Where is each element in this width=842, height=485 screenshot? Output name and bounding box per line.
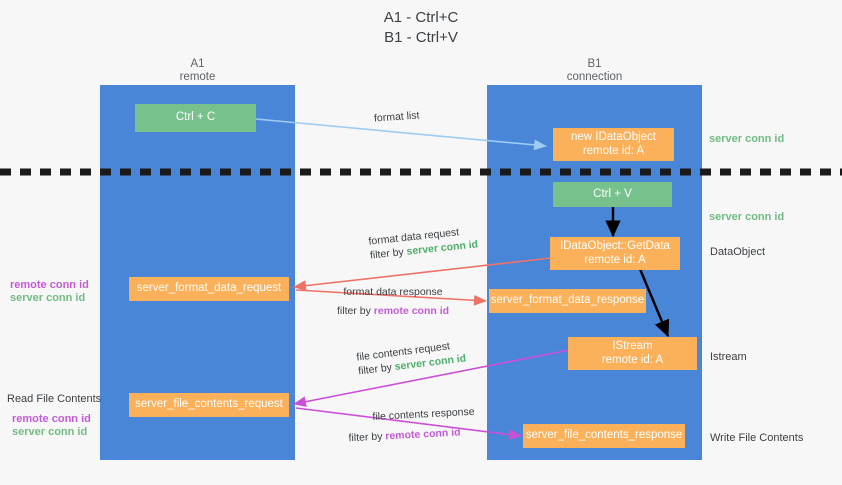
- box-server-file-contents-response[interactable]: server_file_contents_response: [523, 424, 685, 448]
- title-line-1: A1 - Ctrl+C: [383, 9, 459, 26]
- arrow-label-file-contents-response: file contents response filter by remote …: [347, 405, 476, 446]
- box-server-file-contents-request[interactable]: server_file_contents_request: [129, 393, 289, 417]
- box-new-dataobject[interactable]: new IDataObject remote id: A: [553, 128, 674, 161]
- arrow-label-format-data-response: format data response filter by remote co…: [337, 285, 449, 318]
- fcres-prefix: filter by: [348, 430, 386, 445]
- side-label-read-file-contents: Read File Contents: [7, 393, 102, 405]
- box-server-format-data-response-label: server_format_data_response: [490, 294, 645, 307]
- arrow-label-format-list: format list: [374, 108, 420, 125]
- box-server-file-contents-request-label: server_file_contents_request: [135, 398, 283, 411]
- arrow-label-file-contents-response-line1: file contents response: [372, 405, 475, 424]
- lane-header-a1-line1: A1: [190, 58, 205, 70]
- lane-header-b1: B1 connection: [487, 58, 702, 84]
- side-label-server-conn-id-3: server conn id: [10, 292, 86, 304]
- diagram-title: A1 - Ctrl+C B1 - Ctrl+V: [0, 8, 842, 48]
- arrow-label-format-data-request: format data request filter by server con…: [368, 223, 479, 262]
- box-server-format-data-request-label: server_format_data_request: [136, 282, 282, 295]
- lane-header-a1: A1 remote: [100, 58, 295, 84]
- fdres-prefix: filter by: [337, 305, 374, 317]
- fdreq-prefix: filter by: [369, 245, 408, 262]
- side-label-remote-conn-id-1: remote conn id: [10, 279, 89, 291]
- side-label-server-conn-id-2: server conn id: [709, 211, 785, 223]
- box-istream[interactable]: IStream remote id: A: [568, 337, 697, 370]
- arrow-label-file-contents-request: file contents request filter by server c…: [356, 337, 467, 378]
- box-ctrl-c[interactable]: Ctrl + C: [135, 104, 256, 132]
- box-getdata[interactable]: IDataObject::GetData remote id: A: [550, 237, 680, 270]
- box-ctrl-v[interactable]: Ctrl + V: [553, 182, 672, 207]
- box-server-format-data-request[interactable]: server_format_data_request: [129, 277, 289, 301]
- box-new-dataobject-line1: new IDataObject: [570, 131, 656, 143]
- side-label-remote-conn-id-2: remote conn id: [12, 413, 91, 425]
- lane-header-b1-line1: B1: [587, 58, 602, 70]
- arrow-label-format-data-response-line2: filter by remote conn id: [337, 304, 449, 318]
- box-ctrl-c-label: Ctrl + C: [175, 111, 216, 124]
- arrow-label-format-list-text: format list: [373, 109, 420, 125]
- box-ctrl-v-label: Ctrl + V: [593, 187, 632, 200]
- box-new-dataobject-line2: remote id: A: [582, 144, 645, 157]
- fdres-key: remote conn id: [373, 305, 450, 317]
- side-label-server-conn-id-1: server conn id: [709, 133, 785, 145]
- fcres-key: remote conn id: [385, 426, 461, 443]
- box-istream-line1: IStream: [612, 340, 653, 352]
- box-getdata-line2: remote id: A: [584, 253, 646, 266]
- box-server-file-contents-response-label: server_file_contents_response: [525, 429, 683, 442]
- arrow-label-format-data-response-line1: format data response: [343, 286, 443, 298]
- box-istream-line2: remote id: A: [601, 353, 664, 366]
- title-line-2: B1 - Ctrl+V: [384, 29, 458, 46]
- fcreq-prefix: filter by: [357, 361, 396, 378]
- side-label-dataobject: DataObject: [710, 246, 766, 258]
- lane-header-a1-line2: remote: [179, 71, 216, 83]
- box-server-format-data-response[interactable]: server_format_data_response: [489, 289, 646, 313]
- lane-header-b1-line2: connection: [566, 71, 623, 83]
- side-label-server-conn-id-4: server conn id: [12, 426, 88, 438]
- box-getdata-line1: IDataObject::GetData: [560, 240, 670, 252]
- side-label-write-file-contents: Write File Contents: [710, 432, 804, 444]
- arrow-label-file-contents-response-line2: filter by remote conn id: [348, 425, 476, 446]
- side-label-istream: Istream: [710, 351, 747, 363]
